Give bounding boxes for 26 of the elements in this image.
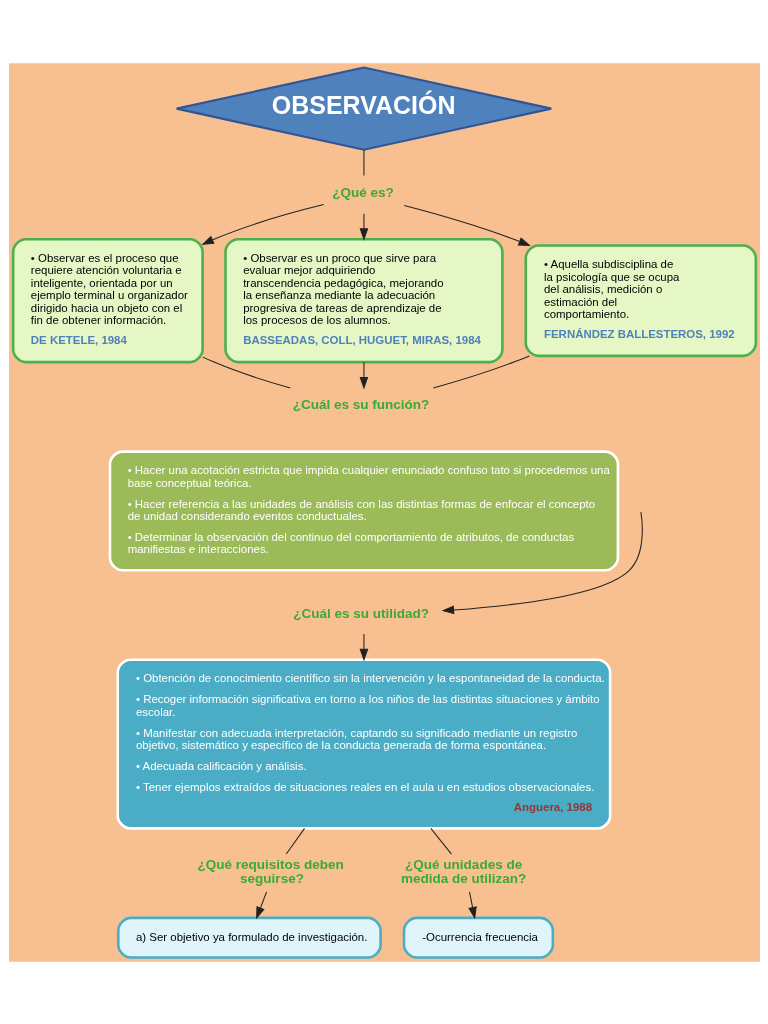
arrow [403, 204, 531, 246]
arrow [359, 632, 368, 661]
connector [201, 356, 291, 389]
node-diamond: OBSERVACIÓN [175, 65, 552, 151]
connector [429, 827, 452, 855]
arrow [441, 511, 643, 614]
node-text: ¿Qué unidades de medida de utilizan? [400, 856, 526, 886]
node-text: ¿Cuál es su función? [292, 396, 429, 412]
node-box: • Obtención de conocimiento científico sin la intervención y la espontaneidad de la conducta. • Recoger información significativa en torno a los niños de las distintas situaciones y ámbito escolar. • Manifestar con adecuada interpretación, captando su significado mediante un registro objetivo, sistemático y específico de la conducta generada de forma espontánea. • Adecuada calificación y análisis. • Tener ejemplos extraídos de situaciones reales en el aula u en estudios observacionales. Anguera, 1988 [115, 658, 611, 830]
node-text: ¿Cuál es su utilidad? [292, 605, 429, 621]
node-text: ¿Qué es? [331, 184, 394, 200]
connector [432, 354, 530, 389]
node-box: -Ocurrencia frecuencia [402, 916, 554, 959]
node-text: ¿Qué requisitos deben seguirse? [196, 856, 344, 886]
node-box: • Observar es un proco que sirve para evaluar mejor adquiriendo transcendencia pedagógica, mejorando la enseñanza mediante la adecuación progresiva de tareas de aprendizaje de los procesos de los alumnos. BASSEADAS, COLL, HUGUET, MIRAS, 1984 [223, 237, 504, 363]
arrow [255, 890, 267, 919]
connector [285, 827, 305, 855]
node-box: • Hacer una acotación estricta que impida cualquier enunciado confuso tato si procedemos una base conceptual teórica. • Hacer referencia a las unidades de análisis con las distintas formas de enfocar el concepto de unidad considerando eventos conductuales. • Determinar la observación del continuo del comportamiento de atributos, de conductas manifiestas e interacciones. [108, 449, 619, 572]
arrow [200, 203, 324, 245]
arrow [359, 361, 368, 389]
node-box: a) Ser objetivo ya formulado de investigación. [116, 916, 382, 959]
node-box: • Aquella subdisciplina de la psicología que se ocupa del análisis, medición o estimación del comportamiento. FERNÁNDEZ BALLESTEROS, 1992 [524, 243, 757, 357]
arrow [467, 890, 477, 919]
node-box: • Observar es el proceso que requiere atención voluntaria e inteligente, orientada por un ejemplo terminal u organizador dirigido hacia un objeto con el fin de obtener información. DE KETELE, 1984 [11, 237, 204, 363]
arrow [359, 212, 368, 241]
connector [362, 149, 364, 176]
